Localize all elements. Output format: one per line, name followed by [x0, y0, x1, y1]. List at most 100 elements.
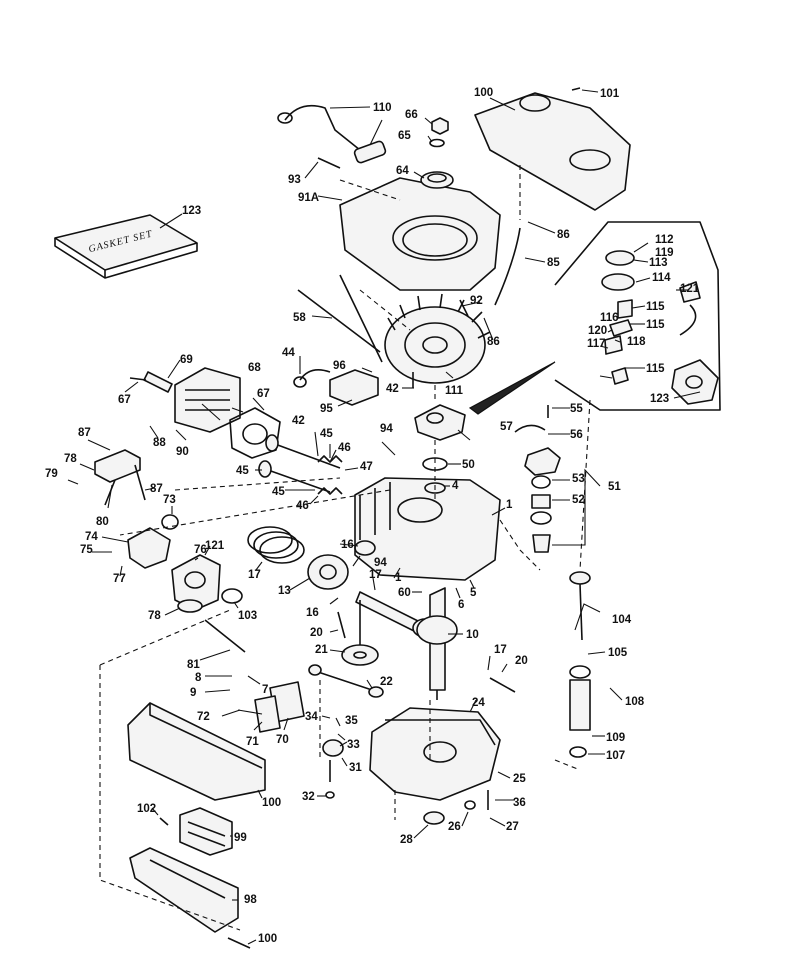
label-87: 93 [288, 174, 301, 186]
label-49: 55 [570, 403, 583, 415]
label-57: 67 [257, 388, 270, 400]
air-filter-element [179, 807, 233, 856]
label-56: 66 [405, 109, 418, 121]
label-98: 100 [474, 87, 493, 99]
label-82: 88 [153, 437, 166, 449]
label-117: 121 [680, 283, 700, 295]
label-95: 100 [258, 933, 277, 945]
label-52: 58 [293, 312, 306, 324]
label-5: 5 [470, 587, 477, 599]
label-106: 111 [445, 385, 464, 397]
piston [307, 554, 349, 590]
label-9: 9 [190, 687, 196, 699]
label-22: 22 [380, 676, 393, 688]
label-72: 77 [113, 573, 126, 585]
label-31: 32 [302, 791, 315, 803]
fill-tube [569, 665, 591, 758]
label-102: 107 [606, 750, 625, 762]
label-15: 17 [248, 569, 261, 581]
label-115: 119 [655, 247, 674, 259]
label-54: 64 [396, 165, 409, 177]
label-30: 31 [349, 762, 362, 774]
carb-flange [127, 527, 171, 569]
starter-rope [277, 104, 387, 164]
label-42: 44 [282, 347, 295, 359]
label-121: 121 [205, 540, 225, 552]
label-103: 108 [625, 696, 645, 708]
label-93: 99 [234, 832, 247, 844]
oil-dipper [308, 664, 384, 698]
label-66: 71 [246, 736, 259, 748]
label-14-a: 16 [341, 539, 354, 551]
label-78: 87 [78, 427, 91, 439]
label-17: 20 [515, 655, 528, 667]
label-88: 94 [374, 557, 387, 569]
label-50: 56 [570, 429, 583, 441]
label-74: 85 [547, 257, 560, 269]
label-91A: 96 [333, 360, 346, 372]
crankshaft [416, 587, 458, 700]
label-40: 47 [360, 461, 373, 473]
label-26: 26 [448, 821, 461, 833]
control-bracket [94, 449, 146, 506]
label-53: 60 [398, 587, 411, 599]
blower-housing [339, 177, 501, 291]
governor [322, 739, 344, 799]
label-94: 100 [262, 797, 281, 809]
label-68: 73 [163, 494, 176, 506]
label-80: 79 [45, 468, 58, 480]
label-45: 51 [608, 481, 621, 493]
label-39-b: 46 [296, 500, 309, 512]
label-83: 90 [176, 446, 189, 458]
label-86: 92 [470, 295, 483, 307]
carb-gasket [221, 588, 243, 604]
label-28: 28 [400, 834, 413, 846]
flywheel [384, 293, 491, 384]
label-60: 67 [118, 394, 131, 406]
ignition-armature [293, 369, 379, 406]
label-24: 24 [472, 697, 485, 709]
label-39-a: 46 [338, 442, 351, 454]
label-38-a: 45 [320, 428, 333, 440]
label-44: 50 [462, 459, 475, 471]
label-92: 98 [244, 894, 257, 906]
label-20: 20 [310, 627, 323, 639]
label-21: 21 [315, 644, 328, 656]
engine-shroud [474, 92, 631, 211]
spark-plug [129, 371, 173, 393]
label-8: 8 [195, 672, 202, 684]
label-14-b: 16 [306, 607, 319, 619]
piston-rings [247, 526, 305, 564]
label-118: 123 [650, 393, 669, 405]
inset-pointer [468, 361, 556, 415]
label-114: 118 [627, 336, 646, 348]
label-16-a: 17 [369, 569, 382, 581]
air-cleaner-cover [127, 702, 266, 801]
label-58: 68 [248, 362, 261, 374]
label-110: 115 [646, 301, 665, 313]
breaker-points-inset [554, 221, 721, 411]
label-75-top: 86 [557, 229, 570, 241]
label-51: 57 [500, 421, 513, 433]
label-37: 45 [236, 465, 249, 477]
assembly-lines [99, 165, 591, 931]
label-33: 34 [305, 711, 318, 723]
label-91: 95 [320, 403, 333, 415]
label-79: 78 [64, 453, 77, 465]
label-38-b: 45 [272, 486, 285, 498]
label-76: 80 [96, 516, 109, 528]
label-34: 35 [345, 715, 358, 727]
label-7: 7 [262, 684, 268, 696]
label-96: 102 [137, 803, 156, 815]
label-25: 25 [513, 773, 526, 785]
label-67: 72 [197, 711, 210, 723]
label-75-mid: 86 [487, 336, 500, 348]
label-13: 13 [278, 585, 291, 597]
label-101: 105 [608, 647, 628, 659]
cam-gear [341, 600, 379, 666]
label-1: 1 [506, 499, 513, 511]
label-70: 75 [80, 544, 93, 556]
label-36: 42 [292, 415, 305, 427]
label-2: 1 [395, 572, 402, 584]
